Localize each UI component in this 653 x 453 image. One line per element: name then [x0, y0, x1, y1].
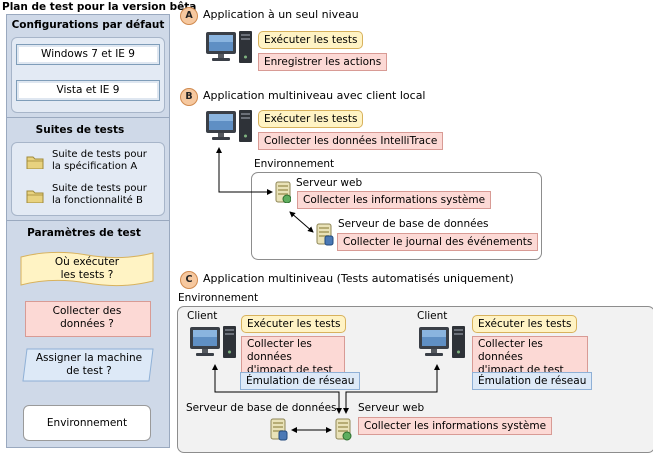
- client-label: Client: [417, 310, 448, 322]
- db-server-label: Serveur de base de données: [338, 218, 489, 230]
- run-tests-tag: Exécuter les tests: [472, 315, 578, 333]
- environment-label: Environnement: [254, 158, 335, 170]
- run-tests-tag: Exécuter les tests: [258, 31, 364, 49]
- suite-item-line2: la fonctionnalité B: [52, 195, 143, 206]
- run-tests-tag: Exécuter les tests: [258, 110, 364, 128]
- configurations-panel: Configurations par défaut Windows 7 et I…: [6, 14, 170, 118]
- where-line2: les tests ?: [60, 269, 114, 281]
- section-b-title: Application multiniveau avec client loca…: [203, 89, 426, 102]
- where-to-run-label: Où exécuter les tests ?: [17, 249, 157, 289]
- section-a-badge: A: [180, 7, 198, 25]
- collect-line1: Collecter des: [52, 305, 122, 317]
- config-item-win7[interactable]: Windows 7 et IE 9: [16, 44, 160, 65]
- suites-box: Suite de tests pour la spécification A S…: [11, 142, 165, 216]
- environment-button[interactable]: Environnement: [23, 405, 151, 441]
- where-to-run-shape[interactable]: [17, 249, 157, 289]
- record-actions-tag: Enregistrer les actions: [258, 53, 388, 71]
- collect-data-shape[interactable]: [25, 301, 151, 337]
- configurations-box: Windows 7 et IE 9 Vista et IE 9: [11, 37, 165, 113]
- config-item-vista[interactable]: Vista et IE 9: [16, 80, 160, 101]
- section-c-title: Application multiniveau (Tests automatis…: [203, 272, 514, 285]
- collect-impact-line1: Collecter les données: [247, 338, 312, 363]
- assign-line1: Assigner la machine: [35, 352, 143, 364]
- collect-data-label: Collecter des données ?: [25, 301, 149, 335]
- assign-line2: de test ?: [66, 365, 112, 377]
- parameters-panel: Paramètres de test Où exécuter les tests…: [6, 220, 170, 448]
- suite-item-line2: la spécification A: [52, 161, 138, 172]
- collect-impact-line1: Collecter les données: [478, 338, 543, 363]
- configurations-title: Configurations par défaut: [11, 19, 165, 31]
- collect-intellitrace-tag: Collecter les données IntelliTrace: [258, 132, 444, 150]
- section-a-title: Application à un seul niveau: [203, 8, 359, 21]
- parameters-title: Paramètres de test: [27, 227, 141, 239]
- suite-item-feature-b[interactable]: Suite de tests pour la fonctionnalité B: [26, 183, 147, 207]
- web-server-icon: [335, 418, 352, 441]
- section-c-badge: C: [180, 271, 198, 289]
- test-plan-title: Plan de test pour la version bêta: [2, 1, 197, 13]
- web-server-label: Serveur web: [296, 177, 363, 189]
- suite-item-line1: Suite de tests pour: [52, 149, 147, 160]
- assign-machine-shape[interactable]: [19, 347, 159, 383]
- suite-item-line1: Suite de tests pour: [52, 183, 147, 194]
- network-emulation-tag: Émulation de réseau: [472, 372, 593, 390]
- where-line1: Où exécuter: [54, 256, 120, 268]
- collect-line2: données ?: [60, 318, 114, 330]
- environment-label: Environnement: [178, 292, 259, 304]
- web-server-icon: [275, 181, 291, 203]
- assign-machine-label: Assigner la machine de test ?: [19, 347, 159, 383]
- collect-system-info-tag: Collecter les informations système: [297, 191, 492, 209]
- suite-item-spec-a[interactable]: Suite de tests pour la spécification A: [26, 149, 147, 173]
- section-b-badge: B: [180, 88, 198, 106]
- suites-panel: Suites de tests Suite de tests pour la s…: [6, 117, 170, 221]
- collect-system-info-tag: Collecter les informations système: [358, 417, 553, 435]
- collect-event-log-tag: Collecter le journal des événements: [337, 233, 539, 251]
- suites-title: Suites de tests: [35, 124, 125, 136]
- client-label: Client: [187, 310, 218, 322]
- db-server-icon: [270, 418, 288, 441]
- db-server-icon: [316, 223, 334, 246]
- run-tests-tag: Exécuter les tests: [241, 315, 347, 333]
